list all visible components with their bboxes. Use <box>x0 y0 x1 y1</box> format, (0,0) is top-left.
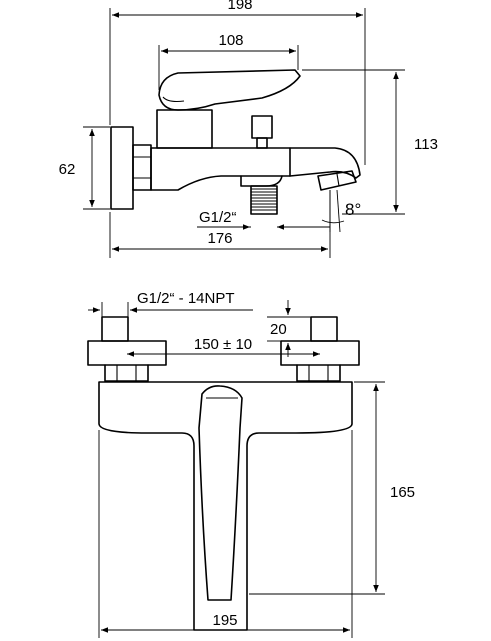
dim-label-195: 195 <box>212 612 237 629</box>
dim-label-8-degree: 8° <box>345 200 361 219</box>
dim-wall-height: 62 <box>59 126 110 210</box>
dim-label-165: 165 <box>390 484 415 501</box>
threaded-outlet <box>250 185 278 215</box>
hex-nut <box>132 144 152 191</box>
outlet-fitting <box>240 175 283 187</box>
lever-detail <box>162 96 185 103</box>
dim-body-width: 195 <box>98 430 353 638</box>
right-connector <box>280 316 360 382</box>
dim-center-distance: 150 ± 10 <box>127 336 320 357</box>
dim-label-108: 108 <box>218 32 243 49</box>
dim-overall-length: 198 <box>109 0 366 165</box>
dim-spout-angle: 8° <box>321 189 361 233</box>
aerator <box>317 170 357 191</box>
dim-label-20: 20 <box>270 321 287 338</box>
spout <box>289 147 361 179</box>
wall-flange <box>110 126 134 210</box>
left-connector <box>87 316 167 382</box>
lever-handle <box>158 69 301 111</box>
dim-label-150: 150 ± 10 <box>194 336 252 353</box>
dim-body-depth: 165 <box>249 381 415 595</box>
dim-label-176: 176 <box>207 230 232 247</box>
dim-label-113: 113 <box>414 136 438 153</box>
dim-lever-length: 108 <box>158 32 299 90</box>
dim-connection-thread: G1/2“ - 14NPT <box>88 290 253 317</box>
dim-label-connection-thread: G1/2“ - 14NPT <box>137 290 235 307</box>
diverter-knob <box>251 115 273 149</box>
top-view: G1/2“ - 14NPT 20 150 ± 10 165 195 <box>87 290 415 638</box>
dim-connector-height: 20 <box>267 300 311 357</box>
dim-outlet-thread: G1/2“ <box>197 209 330 230</box>
body-plate <box>98 381 353 631</box>
dim-label-62: 62 <box>59 161 76 178</box>
cartridge-housing <box>156 109 213 149</box>
lever-top <box>198 385 243 601</box>
side-view: 198 108 62 113 G1/2“ <box>59 0 438 258</box>
dim-label-outlet-thread: G1/2“ <box>199 209 237 226</box>
mixer-body <box>150 147 291 191</box>
dim-total-height: 113 <box>302 69 438 215</box>
dim-label-198: 198 <box>227 0 252 13</box>
